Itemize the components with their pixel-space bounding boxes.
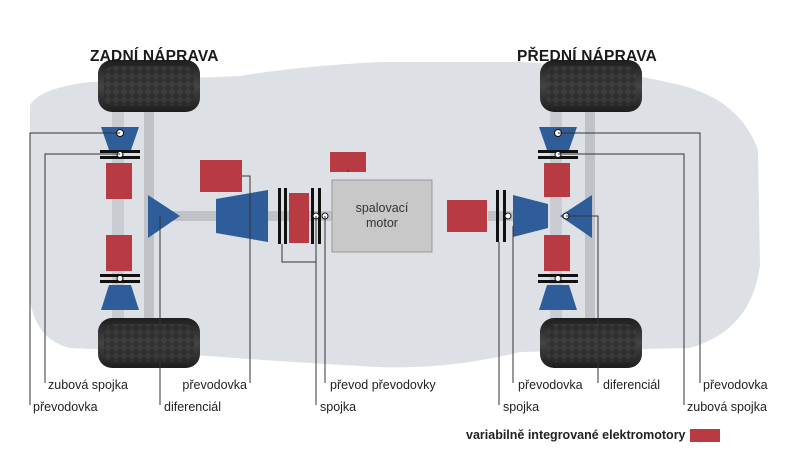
front-bottom-dog-clutch [538, 274, 578, 283]
engine-label: spalovací motor [332, 201, 432, 231]
label-gearbox-transmission: převod převodovky [330, 378, 436, 392]
rear-bottom-electromotor [106, 235, 132, 271]
center-clutch-right [311, 188, 329, 244]
engine-top-electromotor [330, 152, 366, 172]
center-electromotor [289, 193, 309, 243]
label-front-gearbox: převodovka [518, 378, 583, 392]
front-center-electromotor [447, 200, 487, 232]
front-prop-shaft [488, 211, 516, 221]
label-rear-dog-clutch: zubová spojka [48, 378, 128, 392]
tire-front-top [540, 60, 642, 112]
front-clutch [496, 190, 512, 242]
front-bottom-electromotor [544, 235, 570, 271]
tire-rear-bottom [98, 318, 200, 368]
label-front-clutch: spojka [503, 400, 540, 414]
label-rear-differential: diferenciál [164, 400, 221, 414]
legend-text: variabilně integrované elektromotory [466, 428, 686, 442]
center-clutch-left [278, 188, 287, 244]
label-front-differential: diferenciál [603, 378, 660, 392]
front-bottom-gearbox [539, 285, 577, 310]
rear-bottom-gearbox [101, 285, 139, 310]
rear-top-electromotor [106, 163, 132, 199]
label-center-gearbox: převodovka [182, 378, 247, 392]
rear-prop-shaft [150, 211, 220, 221]
rear-center-electromotor [200, 160, 242, 192]
engine-label-line2: motor [366, 216, 398, 230]
front-gearbox [513, 195, 548, 237]
label-front-dog-clutch: zubová spojka [687, 400, 767, 414]
leader-lines [29, 132, 701, 405]
rear-differential [148, 195, 180, 238]
center-gearbox [216, 190, 268, 242]
engine-label-line1: spalovací [355, 201, 409, 215]
front-axle-title: PŘEDNÍ NÁPRAVA [517, 48, 658, 65]
label-center-clutch: spojka [320, 400, 357, 414]
legend-swatch [690, 429, 720, 442]
label-rear-gearbox: převodovka [33, 400, 98, 414]
label-front-gearbox-right: převodovka [703, 378, 768, 392]
rear-bottom-dog-clutch [100, 274, 140, 283]
tire-front-bottom [540, 318, 642, 368]
rear-axle-title: ZADNÍ NÁPRAVA [90, 48, 219, 65]
combustion-engine-block [331, 179, 433, 253]
tire-rear-top [98, 60, 200, 112]
front-top-electromotor [544, 163, 570, 197]
